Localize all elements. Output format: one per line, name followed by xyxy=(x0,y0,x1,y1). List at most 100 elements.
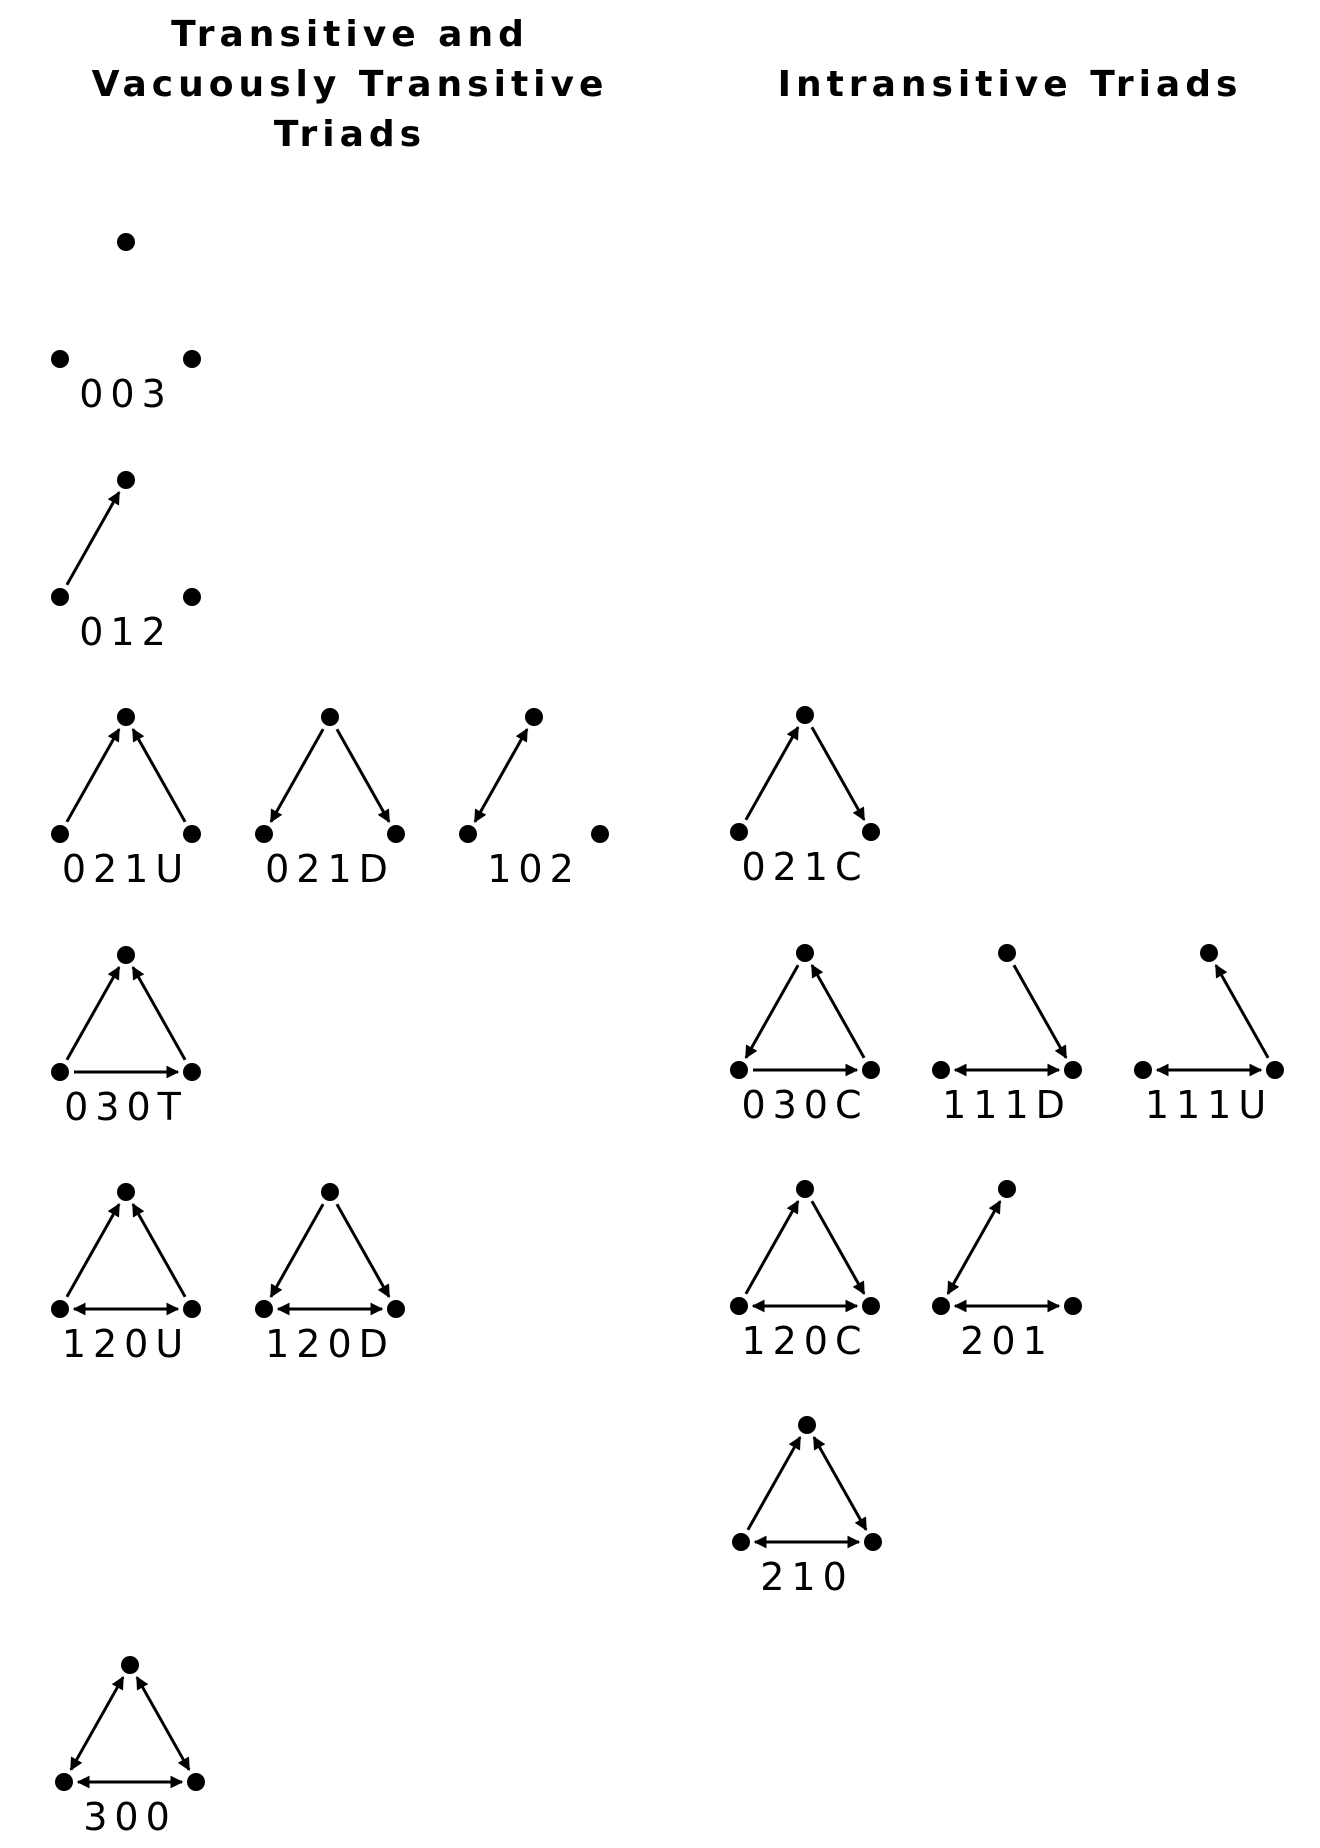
directed-arc xyxy=(744,726,800,821)
node-bl xyxy=(255,825,273,843)
triad-label: 102 xyxy=(487,847,581,891)
node-br xyxy=(862,823,880,841)
node-bl xyxy=(932,1297,950,1315)
triad-label: 120C xyxy=(741,1319,868,1363)
node-t xyxy=(998,944,1016,962)
node-br xyxy=(387,1300,405,1318)
node-t xyxy=(321,708,339,726)
triad-102: 102 xyxy=(459,708,609,891)
intransitive-heading: Intransitive Triads xyxy=(777,64,1243,105)
node-bl xyxy=(730,823,748,841)
mutual-arc xyxy=(812,1436,868,1531)
directed-arc xyxy=(1012,964,1068,1059)
triad-label: 300 xyxy=(83,1795,177,1839)
directed-arc xyxy=(269,1203,325,1298)
node-t xyxy=(798,1416,816,1434)
triad-111d: 111D xyxy=(932,944,1082,1127)
node-br xyxy=(1064,1297,1082,1315)
triad-label: 030C xyxy=(741,1083,868,1127)
node-bl xyxy=(730,1061,748,1079)
node-t xyxy=(321,1183,339,1201)
node-bl xyxy=(51,588,69,606)
node-t xyxy=(121,1656,139,1674)
directed-arc xyxy=(810,964,866,1059)
node-br xyxy=(591,825,609,843)
triad-120d: 120D xyxy=(255,1183,405,1366)
node-bl xyxy=(51,1300,69,1318)
node-bl xyxy=(255,1300,273,1318)
node-br xyxy=(862,1297,880,1315)
triad-label: 021D xyxy=(265,847,395,891)
triad-label: 111U xyxy=(1145,1083,1273,1127)
directed-arc xyxy=(269,728,325,823)
mutual-arc xyxy=(473,728,529,823)
directed-arc xyxy=(810,726,866,821)
triad-030c: 030C xyxy=(730,944,880,1127)
node-bl xyxy=(459,825,477,843)
directed-arc xyxy=(744,1200,800,1295)
directed-arc xyxy=(744,964,800,1059)
node-br xyxy=(183,1300,201,1318)
triad-120u: 120U xyxy=(51,1183,201,1366)
node-br xyxy=(862,1061,880,1079)
directed-arc xyxy=(131,1203,187,1298)
node-br xyxy=(1064,1061,1082,1079)
node-bl xyxy=(932,1061,950,1079)
triad-label: 210 xyxy=(760,1555,854,1599)
node-br xyxy=(187,1773,205,1791)
node-bl xyxy=(730,1297,748,1315)
node-br xyxy=(183,825,201,843)
transitive-heading: Transitive and Vacuously Transitive Tria… xyxy=(50,10,650,160)
directed-arc xyxy=(131,728,187,823)
node-t xyxy=(117,233,135,251)
triad-201: 201 xyxy=(932,1180,1082,1363)
directed-arc xyxy=(335,1203,391,1298)
transitive-heading-line-2: Vacuously Transitive xyxy=(91,64,609,105)
node-bl xyxy=(51,1063,69,1081)
triad-label: 012 xyxy=(79,610,173,654)
triad-label: 201 xyxy=(960,1319,1054,1363)
mutual-arc xyxy=(69,1676,125,1771)
node-br xyxy=(183,350,201,368)
node-t xyxy=(796,944,814,962)
node-br xyxy=(864,1533,882,1551)
triad-021c: 021C xyxy=(730,706,880,889)
directed-arc xyxy=(131,966,187,1061)
triad-label: 120D xyxy=(265,1322,395,1366)
mutual-arc xyxy=(946,1200,1002,1295)
triad-label: 111D xyxy=(942,1083,1072,1127)
directed-arc xyxy=(65,728,121,823)
directed-arc xyxy=(65,491,121,586)
node-t xyxy=(998,1180,1016,1198)
triad-label: 120U xyxy=(62,1322,190,1366)
node-t xyxy=(525,708,543,726)
triad-012: 012 xyxy=(51,471,201,654)
directed-arc xyxy=(65,1203,121,1298)
node-bl xyxy=(51,825,69,843)
triad-label: 003 xyxy=(79,372,173,416)
node-bl xyxy=(732,1533,750,1551)
triad-300: 300 xyxy=(55,1656,205,1839)
node-br xyxy=(183,1063,201,1081)
triad-003: 003 xyxy=(51,233,201,416)
transitive-heading-line-3: Triads xyxy=(273,114,427,155)
triad-210: 210 xyxy=(732,1416,882,1599)
node-br xyxy=(387,825,405,843)
node-br xyxy=(1266,1061,1284,1079)
node-t xyxy=(796,706,814,724)
node-bl xyxy=(1134,1061,1152,1079)
directed-arc xyxy=(65,966,121,1061)
node-t xyxy=(796,1180,814,1198)
triad-030t: 030T xyxy=(51,946,201,1129)
node-t xyxy=(1200,944,1218,962)
node-t xyxy=(117,946,135,964)
transitive-heading-line-1: Transitive and xyxy=(171,14,529,55)
triad-label: 021U xyxy=(62,847,190,891)
directed-arc xyxy=(335,728,391,823)
mutual-arc xyxy=(135,1676,191,1771)
node-t xyxy=(117,1183,135,1201)
triad-021d: 021D xyxy=(255,708,405,891)
triad-label: 030T xyxy=(64,1085,188,1129)
directed-arc xyxy=(810,1200,866,1295)
